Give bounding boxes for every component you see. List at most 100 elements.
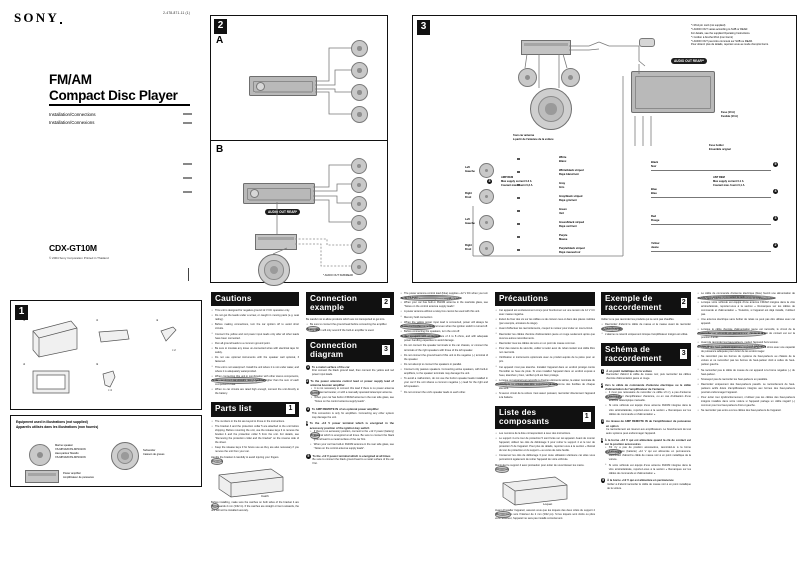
wire-fr: Noir bbox=[651, 164, 657, 168]
precautions-header: Précautions bbox=[495, 292, 595, 306]
panel-3-note: *² AUDIO OUT varies according to SUB or … bbox=[691, 27, 749, 31]
precaution-item: Cet appareil n'est pas étanche. Installe… bbox=[495, 365, 595, 378]
rca-plug-left bbox=[639, 38, 655, 47]
page-title: FM/AM Compact Disc Player bbox=[49, 72, 178, 103]
parts-list-item: The numbers in the list are keyed to tho… bbox=[211, 420, 299, 424]
marine-speaker-label: Marine speaker XS-MP1620/XS-MP1610N Haut… bbox=[55, 444, 86, 460]
parts-note-text: Before installing, make sure the catches… bbox=[211, 500, 299, 512]
equipment-title-en: Equipment used in illustrations (not sup… bbox=[16, 420, 88, 424]
note-en-item: Memory hold connection bbox=[400, 315, 488, 320]
step-number: 3 bbox=[601, 419, 605, 425]
panel-3-speaker-right bbox=[561, 68, 580, 87]
speaker-b1 bbox=[351, 158, 367, 174]
note-en-item: Connect only passive speakers. Connectin… bbox=[400, 368, 488, 376]
part-num-1: ① bbox=[23, 319, 26, 322]
wire-callout-number: 4 bbox=[773, 189, 778, 194]
step-body: This connection is only for amplifiers. … bbox=[311, 411, 394, 419]
unit-knob-icon bbox=[250, 189, 259, 198]
power-amp-label: Power amplifier Amplificateur de puissan… bbox=[63, 472, 94, 480]
unit-disc-slot bbox=[255, 90, 312, 93]
wire-callout-number: 2 bbox=[773, 243, 778, 248]
panel-3-amplifier bbox=[521, 40, 571, 55]
liste-composants-items: Les numéros de la liste correspondent à … bbox=[495, 432, 595, 462]
exemple-raccordement-intro: Veillez à ne pas raccorder les produits … bbox=[601, 318, 675, 321]
precaution-item: Avant d'effectuer les raccordements, cou… bbox=[495, 327, 595, 331]
part-number: 2-478-871-11 (1) bbox=[163, 11, 190, 15]
step-note: When your car has built-in FM/AM antenna… bbox=[310, 443, 394, 451]
marine-speaker-model-fr: XS-MP1620/XS-MP1610N bbox=[55, 455, 86, 459]
power-amp-fr: Amplificateur de puissance bbox=[63, 475, 94, 479]
parts-caution-text: Handle the bracket 4 carefully to avoid … bbox=[211, 455, 280, 459]
precautions-notes: Lorsque cet appareil est raccordé à d'au… bbox=[495, 379, 595, 400]
panel-3-speaker-3 bbox=[479, 215, 494, 230]
step-title: To AMP REMOTE IN of an optional power am… bbox=[311, 407, 379, 412]
column-cautions: Cautions This unit is designed for negat… bbox=[211, 292, 299, 514]
speaker-side-fr: Gauche bbox=[465, 221, 475, 225]
step-note: Si votre véhicule est équipé d'une anten… bbox=[605, 404, 691, 416]
step-title: À un point métallique de la voiture bbox=[606, 368, 652, 373]
crop-mark bbox=[183, 113, 192, 116]
equipment-box: Equipment used in illustrations (not sup… bbox=[10, 415, 202, 487]
panel-3-note: *¹ Cordon à broche RCA (non fourni) bbox=[691, 35, 733, 39]
panel-2a-wiring bbox=[315, 47, 351, 115]
column-exemple-raccordement: Exemple de raccordement 2 Veillez à ne p… bbox=[601, 292, 691, 492]
step-body: Veillez à d'abord raccorder le câble de … bbox=[607, 482, 691, 490]
cautions-header-label: Cautions bbox=[215, 294, 252, 303]
parts-list-header: Parts list 1 bbox=[211, 401, 299, 417]
wire-fr: Blanc bbox=[559, 159, 567, 163]
wire-en: Yellow bbox=[651, 242, 660, 245]
panel-3-speaker-2 bbox=[479, 189, 494, 204]
wire-fr: Rayé vert/noir bbox=[559, 224, 577, 228]
ant-rem-label: ANT REM Max supply current 0.1 A Courant… bbox=[713, 176, 744, 187]
parts-list-items: The numbers in the list are keyed to tho… bbox=[211, 420, 299, 455]
subwoofer-b bbox=[258, 254, 290, 286]
head-unit-b bbox=[243, 183, 315, 204]
connection-example-item: The alarm will only sound if the built-i… bbox=[306, 328, 394, 333]
panel-2a-tag: A bbox=[216, 35, 224, 46]
part-num-4: ④ bbox=[23, 363, 26, 366]
note-en-item: Use speakers with an impedance of 4 to 8… bbox=[400, 335, 488, 343]
amp-rem-en: AMP REM bbox=[501, 176, 514, 179]
note-fr-item: Ne raccordez pas entre eux les câbles de… bbox=[697, 409, 795, 413]
equipment-title-fr: Appareils utilisés dans les illustration… bbox=[16, 424, 99, 429]
speaker-terminal bbox=[517, 158, 520, 160]
caution-item: Run all ground leads to a common ground … bbox=[211, 342, 299, 346]
panel-3-antenna-label: from car antenna à partir de l'antenne d… bbox=[513, 134, 554, 142]
panel-2b-tag: B bbox=[216, 144, 224, 155]
ant-rem-fr2: Courant max. fourni 0,1 A bbox=[713, 183, 745, 187]
connection-example-number: 2 bbox=[382, 298, 390, 308]
note-en-item: Before connecting the speakers, turn the… bbox=[400, 330, 488, 334]
part-qty-5: × 4 bbox=[108, 389, 112, 392]
cautions-list: This unit is designed for negative groun… bbox=[211, 309, 299, 374]
liste-composant-item: Conservez les clés de déblocage 3 pour t… bbox=[495, 454, 595, 462]
speaker-terminal bbox=[517, 210, 520, 212]
panel-3-note: For details, see the supplied Operating … bbox=[691, 31, 751, 35]
subwoofer-icon bbox=[111, 442, 139, 470]
wire-en: Green bbox=[559, 208, 567, 211]
wire-en: Red bbox=[651, 215, 657, 218]
panel-2-connection-example: 2 A B AUDIO OUT REAR* bbox=[210, 15, 388, 286]
note-en-item: Do not connect the speaker terminals to … bbox=[400, 344, 488, 352]
panel-3-speaker-1 bbox=[479, 163, 494, 178]
speaker-side-en: Right bbox=[465, 192, 472, 195]
part-qty-3: × 2 bbox=[172, 349, 176, 352]
parts-caution-title: Caution bbox=[211, 458, 224, 465]
power-amplifier-b bbox=[255, 234, 297, 250]
parts-list-item: The bracket 4 and the protection collar … bbox=[211, 425, 299, 445]
panel-3-subwoofer bbox=[530, 88, 572, 130]
step-number: 5 bbox=[306, 453, 311, 459]
part-num-3: ③ bbox=[156, 319, 159, 322]
note-en-item: When your car has built-in FM/AM antenna… bbox=[400, 301, 488, 309]
note-en-item: Do not attempt to connect the speakers i… bbox=[400, 363, 488, 367]
wire-en: Purple/black striped bbox=[559, 247, 585, 250]
step-body: First connect the black ground lead, the… bbox=[311, 368, 394, 376]
